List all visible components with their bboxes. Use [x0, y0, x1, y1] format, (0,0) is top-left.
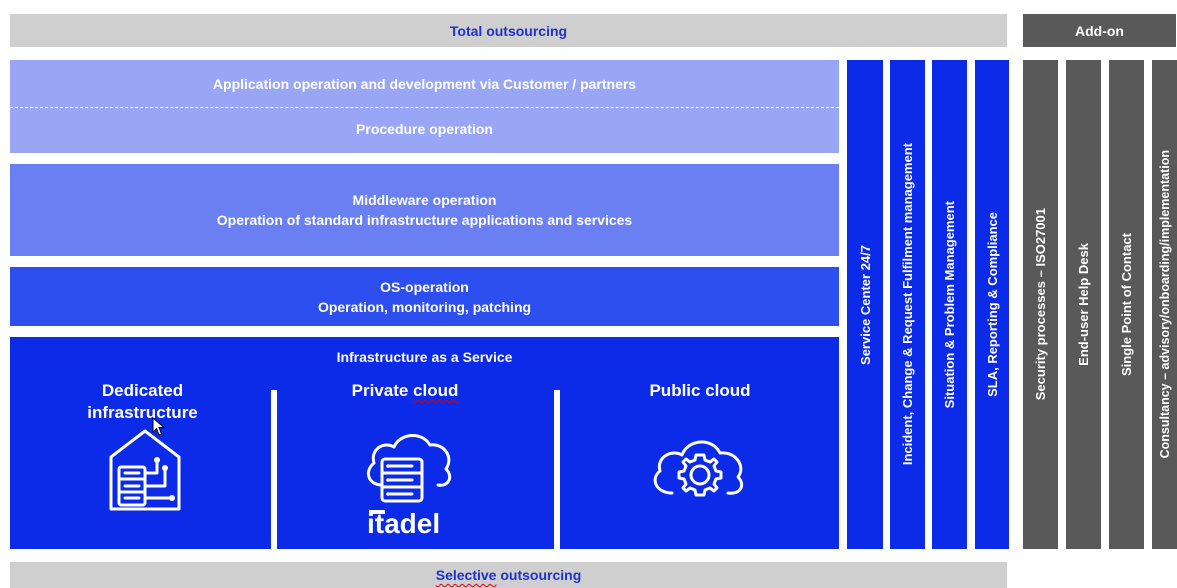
- iaas-title-row: Infrastructure as a Service: [10, 345, 839, 369]
- outsourcing-word: outsourcing: [496, 567, 582, 583]
- private-cloud-prefix: Private: [351, 381, 414, 400]
- add-on-bar: Add-on: [1023, 14, 1176, 47]
- iaas-divider-left: [271, 390, 277, 549]
- iaas-layer: Infrastructure as a Service Dedicated in…: [10, 337, 839, 549]
- iaas-title: Infrastructure as a Service: [336, 349, 513, 365]
- service-center-label: Service Center 24/7: [857, 244, 873, 365]
- application-row: Application operation and development vi…: [10, 60, 839, 107]
- server-house-icon: [109, 429, 181, 511]
- problem-management-label: Situation & Problem Management: [942, 200, 957, 409]
- add-on-label: Add-on: [1075, 22, 1124, 39]
- single-point-contact-label: Single Point of Contact: [1119, 233, 1134, 376]
- addon-column-3: Single Point of Contact: [1109, 60, 1144, 549]
- cloud-server-icon: [366, 434, 452, 503]
- iaas-divider-right: [554, 390, 560, 549]
- dedicated-title: Dedicated infrastructure: [60, 380, 225, 424]
- private-cloud-word: cloud: [413, 381, 459, 400]
- mouse-cursor-icon: [152, 417, 166, 436]
- service-column-4: SLA, Reporting & Compliance: [975, 60, 1009, 549]
- service-column-3: Situation & Problem Management: [932, 60, 967, 549]
- dashed-divider: [10, 107, 839, 108]
- total-outsourcing-bar: Total outsourcing: [10, 14, 1007, 47]
- cloud-gear-icon: [653, 440, 744, 497]
- os-layer: OS-operation Operation, monitoring, patc…: [10, 267, 839, 326]
- itadel-logo: itadel: [367, 507, 457, 541]
- addon-column-4: Consultancy – advisory/onboarding/implem…: [1152, 60, 1177, 549]
- private-cloud-title: Private cloud: [290, 380, 520, 402]
- procedure-row: Procedure operation: [10, 108, 839, 150]
- service-column-2: Incident, Change & Request Fulfilment ma…: [890, 60, 925, 549]
- dedicated-line2: infrastructure: [87, 403, 198, 422]
- security-processes-label: Security processes – ISO27001: [1033, 208, 1048, 401]
- selective-outsourcing-bar: Selective outsourcing: [10, 562, 1007, 588]
- os-title: OS-operation: [380, 278, 469, 295]
- selective-word: Selective: [435, 567, 497, 583]
- incident-management-label: Incident, Change & Request Fulfilment ma…: [900, 143, 915, 466]
- service-column-1: Service Center 24/7: [847, 60, 883, 549]
- procedure-label: Procedure operation: [356, 121, 493, 137]
- os-desc: Operation, monitoring, patching: [317, 298, 532, 315]
- public-cloud-title: Public cloud: [585, 380, 815, 402]
- total-outsourcing-label: Total outsourcing: [449, 22, 568, 39]
- sla-reporting-label: SLA, Reporting & Compliance: [984, 212, 1000, 397]
- addon-column-2: End-user Help Desk: [1066, 60, 1101, 549]
- application-layer: Application operation and development vi…: [10, 60, 839, 153]
- middleware-layer: Middleware operation Operation of standa…: [10, 164, 839, 256]
- public-cloud-label: Public cloud: [649, 381, 751, 400]
- middleware-title: Middleware operation: [352, 192, 497, 208]
- application-label: Application operation and development vi…: [212, 75, 637, 92]
- middleware-desc: Operation of standard infrastructure app…: [216, 212, 633, 228]
- help-desk-label: End-user Help Desk: [1076, 243, 1091, 366]
- logo-bar: [369, 510, 385, 514]
- addon-column-1: Security processes – ISO27001: [1023, 60, 1058, 549]
- dedicated-line1: Dedicated: [101, 381, 184, 400]
- consultancy-label: Consultancy – advisory/onboarding/implem…: [1157, 150, 1172, 459]
